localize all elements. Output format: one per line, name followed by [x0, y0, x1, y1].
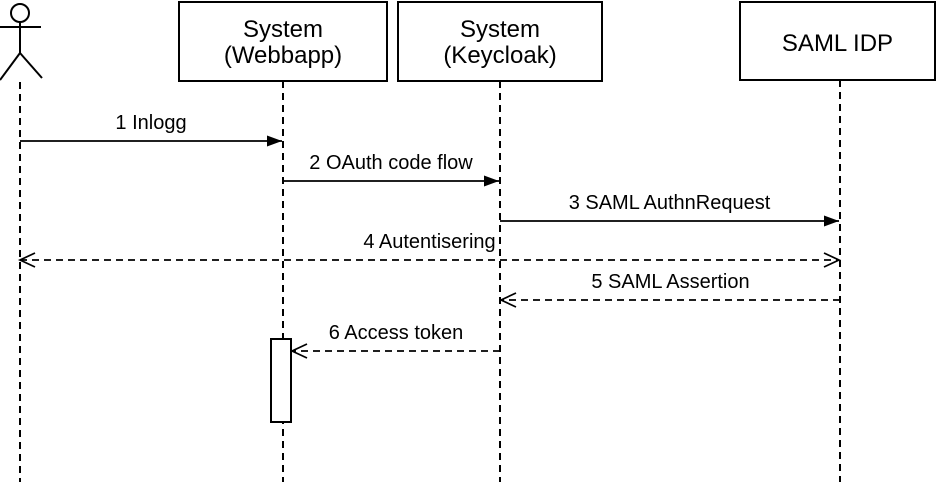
actor-leg-right [19, 52, 43, 79]
message-label-4: 4 Autentisering [363, 231, 495, 253]
message-label-2: 2 OAuth code flow [309, 152, 473, 174]
activation-bar [270, 338, 292, 423]
arrowhead-open-icon-4-end [823, 252, 842, 268]
actor-figure [0, 3, 43, 81]
participant-sublabel-system-keycloak: (Keycloak) [443, 42, 556, 69]
actor-leg-left [0, 52, 21, 81]
participant-sublabel-system-webbapp: (Webbapp) [224, 42, 342, 69]
participant-box-system-keycloak [397, 1, 603, 82]
participant-label-system-keycloak: System [460, 16, 540, 43]
participant-box-system-webbapp [178, 1, 388, 82]
arrowhead-filled-icon-1 [267, 135, 282, 147]
arrowhead-filled-icon-2 [484, 175, 499, 187]
participant-label-saml-idp: SAML IDP [782, 30, 893, 57]
message-label-5: 5 SAML Assertion [591, 271, 749, 293]
arrowhead-open-icon-4-start [17, 252, 36, 268]
arrowhead-open-icon-6 [289, 343, 308, 359]
message-label-6: 6 Access token [329, 322, 464, 344]
participant-box-saml-idp [739, 1, 936, 81]
arrowhead-filled-icon-3 [824, 215, 839, 227]
participant-label-system-webbapp: System [243, 16, 323, 43]
message-label-1: 1 Inlogg [115, 112, 186, 134]
actor-head-icon [10, 3, 30, 23]
arrowhead-open-icon-5 [498, 292, 517, 308]
message-label-3: 3 SAML AuthnRequest [569, 192, 771, 214]
